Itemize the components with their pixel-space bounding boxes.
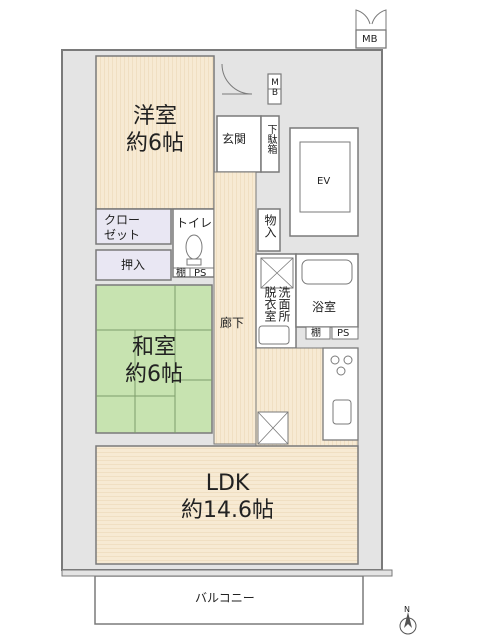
toilet-label: トイレ: [176, 216, 213, 230]
washroom-label-col1: 洗面所: [277, 286, 291, 322]
mb-top-box: [355, 29, 387, 49]
stove-burner-icon: [330, 355, 340, 365]
storage: [257, 208, 281, 252]
toilet-ps-label: PS: [194, 268, 207, 279]
stove-burner-icon: [343, 355, 353, 365]
bathroom-label: 浴室: [312, 300, 337, 314]
storage-label: 物入: [263, 214, 277, 238]
elevator-car: [299, 141, 351, 213]
tatami-lines: [96, 285, 212, 433]
balcony-area: [94, 575, 364, 625]
entry-door: [221, 63, 253, 95]
stove-burner-icon: [336, 366, 346, 376]
washroom-label-col2: 脱衣室: [263, 286, 277, 322]
bath-ps-box: [331, 326, 359, 340]
japanese-room-size: 約6帖: [125, 362, 183, 387]
japanese-room-label: 和室 約6帖: [108, 334, 200, 388]
kitchen-counter: [322, 347, 359, 441]
shoe-box: [260, 115, 280, 173]
ldk-room-size: 約14.6帖: [181, 498, 274, 523]
toilet-tank-icon: [186, 258, 202, 266]
mb-top-label: MB: [362, 34, 378, 45]
compass-label: N: [404, 605, 410, 614]
entrance: [216, 115, 262, 173]
entrance-label: 玄関: [222, 132, 247, 146]
balcony-rail: [61, 569, 393, 577]
bathtub-icon: [301, 259, 353, 285]
closet-label-line1: クロー: [104, 213, 141, 227]
hallway-label: 廊下: [220, 316, 245, 330]
ldk-room-name: LDK: [205, 471, 250, 496]
elevator-label: EV: [317, 176, 331, 187]
balcony-label: バルコニー: [195, 591, 255, 605]
kitchen-sink-icon: [332, 399, 352, 425]
bath-ps-label: PS: [337, 328, 350, 339]
oshiire-label: 押入: [121, 258, 146, 272]
hallway: [213, 171, 257, 445]
oshiire: [95, 249, 172, 281]
bath-shelf-box: [305, 326, 331, 340]
toilet-shelf-label: 棚: [176, 268, 186, 279]
compass-icon: [399, 612, 417, 635]
western-room-name: 洋室: [132, 104, 177, 129]
shoe-box-label: 下駄箱: [265, 124, 276, 154]
japanese-room-name: 和室: [131, 335, 176, 360]
sink-icon: [258, 325, 290, 345]
western-room-size: 約6帖: [126, 131, 184, 156]
japanese-room: [95, 284, 213, 434]
bath-shelf-label: 棚: [311, 328, 321, 339]
toilet-bowl-icon: [185, 234, 203, 260]
western-room: [95, 55, 215, 210]
ldk-room-label: LDK 約14.6帖: [170, 470, 285, 524]
mb-entry-label: MB: [270, 78, 280, 98]
ldk-room: [95, 445, 359, 565]
closet-label: クロー ゼット: [104, 213, 140, 243]
closet: [95, 208, 172, 245]
western-room-label: 洋室 約6帖: [110, 103, 200, 157]
closet-label-line2: ゼット: [104, 228, 141, 242]
